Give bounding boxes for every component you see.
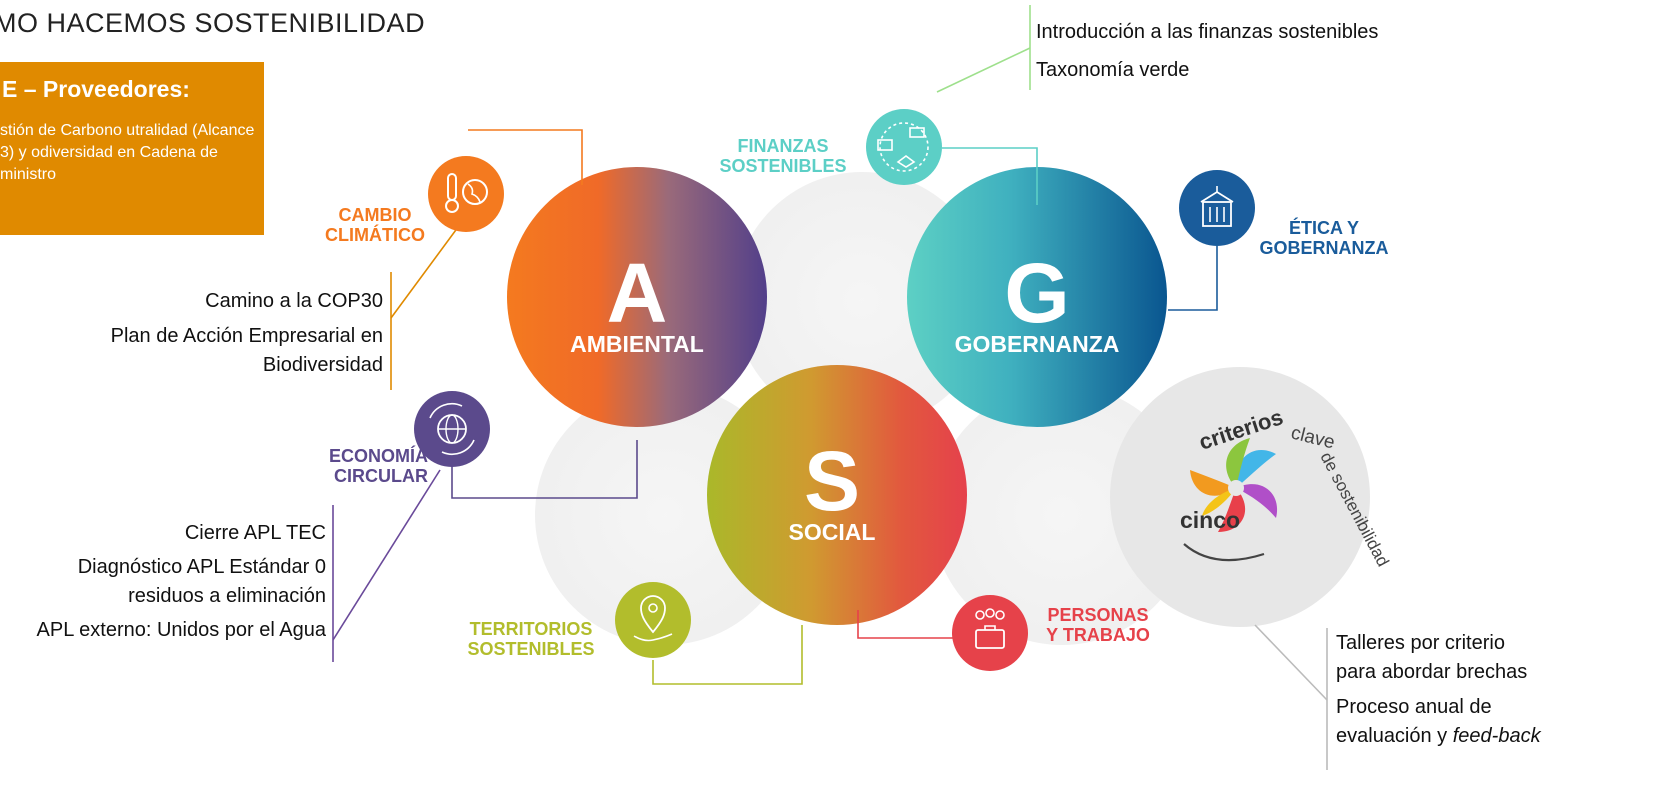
initiatives-finanzas: Introducción a las finanzas sostenibles … [1036,18,1456,85]
proveedores-box: E – Proveedores: stión de Carbono utrali… [0,62,264,235]
pillar-ambiental [507,167,767,427]
building-icon [1179,170,1255,246]
finance-exchange-icon [866,109,942,185]
pillar-gobernanza-label: GOBERNANZA [955,331,1120,357]
connector-territorios [652,625,803,685]
initiative-item: Taxonomía verde [1036,59,1190,81]
pillar-gobernanza [907,167,1167,427]
initiative-item: Plan de Acción Empresarial en [110,325,383,347]
category-line: CIRCULAR [334,466,428,486]
category-etica: ÉTICA Y GOBERNANZA [1252,218,1396,258]
initiative-item: APL externo: Unidos por el Agua [36,619,326,641]
initiative-emphasis: feed-back [1452,725,1541,747]
connector-cambio-text [390,218,465,319]
criterios-logo [1183,438,1278,562]
pillar-gobernanza-letter: G [1004,246,1069,340]
criterios-badge-text: cinco [1180,507,1240,533]
connector-criterios [1254,624,1328,701]
pillar-ambiental-letter: A [607,246,668,340]
initiatives-cambio: Camino a la COP30 Plan de Acción Empresa… [40,287,383,380]
initiative-item: Biodiversidad [262,354,383,376]
initiative-item: Camino a la COP30 [205,290,383,312]
proveedores-heading: E – Proveedores: [2,76,190,102]
connector-personas [857,610,958,639]
category-finanzas: FINANZAS SOSTENIBLES [708,136,858,176]
pillar-social-label: SOCIAL [789,519,876,545]
category-line: CAMBIO [338,205,412,225]
category-cambio-climatico: CAMBIO CLIMÁTICO [318,205,432,245]
initiatives-economia: Cierre APL TEC Diagnóstico APL Estándar … [0,519,326,645]
initiative-item: evaluación y feed-back [1336,722,1654,751]
category-personas: PERSONAS Y TRABAJO [1036,605,1160,645]
category-line: FINANZAS [737,136,829,156]
initiative-item: Cierre APL TEC [184,522,326,544]
category-line: CLIMÁTICO [325,225,425,245]
connector-finanzas-text [936,47,1031,93]
category-economia: ECONOMÍA CIRCULAR [300,446,428,486]
thermometer-globe-icon [428,156,504,232]
badge-word-cinco: cinco [1180,507,1240,533]
pillar-social-letter: S [804,434,860,528]
initiative-item: Diagnóstico APL Estándar 0 [77,556,326,578]
category-line: PERSONAS [1047,605,1149,625]
initiative-item: residuos a eliminación [128,585,326,607]
category-line: SOSTENIBLES [719,156,847,176]
globe-recycle-icon [414,391,490,467]
category-line: GOBERNANZA [1259,238,1389,258]
people-briefcase-icon [952,595,1028,671]
category-line: Y TRABAJO [1046,625,1150,645]
category-line: ÉTICA Y [1288,218,1359,238]
pillar-ambiental-label: AMBIENTAL [570,331,704,357]
initiative-item: Introducción a las finanzas sostenibles [1036,21,1379,43]
category-territorios: TERRITORIOS SOSTENIBLES [456,619,606,659]
connector-economia-text [332,469,441,641]
pillar-social [707,365,967,625]
initiative-item: Proceso anual de [1336,696,1492,718]
connector-cambio [468,129,583,185]
page-title: MO HACEMOS SOSTENIBILIDAD [0,8,426,38]
category-line: ECONOMÍA [329,446,428,466]
proveedores-body: stión de Carbono utralidad (Alcance 3) y… [0,122,255,183]
initiative-text: evaluación y [1336,725,1448,747]
initiative-item: Talleres por criterio [1336,632,1505,654]
category-line: TERRITORIOS [469,619,593,639]
connector-economia [451,440,638,499]
location-hand-icon [615,582,691,658]
connector-etica [1168,246,1218,311]
initiative-item: para abordar brechas [1336,661,1528,683]
initiatives-criterios: Talleres por criterio para abordar brech… [1336,629,1654,751]
category-line: SOSTENIBLES [467,639,595,659]
connector-finanzas [942,147,1038,205]
